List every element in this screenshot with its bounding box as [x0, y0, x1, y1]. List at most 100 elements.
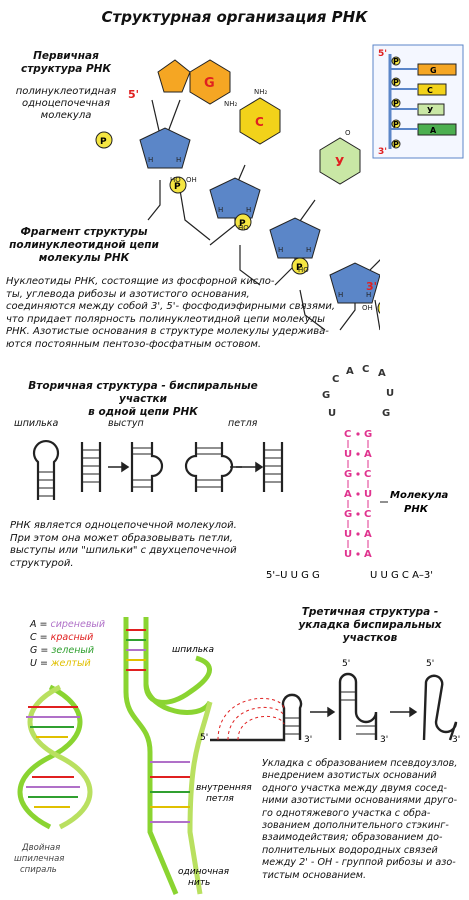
chain-legend-base-g [417, 63, 457, 76]
stem-base: A [364, 549, 372, 560]
fold-step-3 [422, 674, 458, 741]
phosphate-label: P [100, 137, 107, 147]
ribose-sugar [139, 127, 191, 169]
phosphate [234, 213, 252, 231]
stem-base: C [364, 509, 371, 520]
tertiary-helix-models: Двойная шпилечная спираль шпилька внутре… [14, 617, 252, 895]
backbone-line [147, 180, 161, 221]
loop-base: U [386, 388, 394, 399]
text-line: выступы или "шпильки" с двухцепочечной [10, 545, 237, 557]
color-legend-item: A = сиреневый [30, 619, 106, 630]
primary-heading-line: структура РНК [20, 63, 112, 75]
double-helix-label: спираль [20, 865, 57, 875]
text-line: РНК является одноцепочечной молекулой. [10, 520, 237, 531]
hairpin-left-tail: 5'–U U G G [266, 570, 320, 581]
base-label-cytosine: C [255, 115, 264, 129]
primary-description: полинуклеотидная одноцепочечная молекула [6, 86, 126, 122]
atom-label: H [176, 156, 181, 164]
cytosine-ring [239, 97, 281, 145]
uracil-ring [319, 137, 361, 185]
primary-description-line: молекула [40, 110, 92, 121]
primary-heading-line: Первичная [33, 50, 99, 62]
ribose-sugar [269, 217, 321, 259]
text-line: РНК. Азотистые основания в структуре мол… [6, 326, 329, 338]
fold-3-end: 3' [452, 735, 460, 745]
five-prime-end: 5' [128, 88, 139, 101]
phosphate-label: P [296, 263, 303, 273]
chain-legend: 5' 3' P P P P P G C У A [372, 44, 464, 159]
primary-description-line: полинуклеотидная [15, 86, 117, 97]
chain-legend-base-a [417, 123, 457, 136]
page-title: Структурная организация РНК [101, 8, 368, 26]
loop-base: C [332, 374, 339, 385]
color-legend-item: G = зеленый [30, 645, 95, 656]
atom-label: HO [298, 266, 309, 274]
text-line: ними азотистыми основаниями друго- [262, 795, 458, 807]
stem-base: U [364, 489, 372, 500]
color-legend: A = сиреневый C = красный G = зеленый U … [30, 618, 105, 670]
label-bulge: выступ [108, 418, 144, 429]
internal-loop-label: внутренняя [196, 783, 252, 793]
stem-base: G [364, 429, 372, 440]
fragment-heading-line: Фрагмент структуры [20, 226, 148, 238]
text-line: го однотяжевого участка с обра- [262, 807, 431, 819]
guanine-ring [189, 59, 231, 105]
chain-legend-3-end: 3' [378, 147, 387, 157]
loop-base: G [382, 408, 390, 419]
three-prime-end: 3' [366, 280, 377, 293]
nucleotide-chain-diagram: G C У A P P P P P 5' 3' HO OH HO HO OH N… [95, 59, 380, 331]
ribose-sugar [209, 177, 261, 219]
nucleotide-description: Нуклеотиды РНК, состоящие из фосфорной к… [6, 276, 366, 352]
double-helix-label: Двойная [21, 843, 60, 853]
guanine-ring [157, 59, 191, 93]
chain-legend-phosphate: P [393, 99, 399, 108]
fold-5-end: 5' [426, 659, 434, 669]
ribose-sugar [329, 262, 380, 304]
fragment-heading-line: полинуклеотидной цепи [9, 239, 159, 251]
loop-base: C [362, 364, 369, 375]
phosphate-label: P [239, 219, 246, 229]
backbone-line [299, 289, 326, 331]
hairpin-right-tail: U U G C A–3' [370, 570, 433, 581]
color-legend-item: U = желтый [30, 658, 91, 669]
stem-base: G [344, 469, 352, 480]
loop-base: U [328, 408, 336, 419]
hairpin-sequence: C A C A G U U G C U G A G U U G A C U C … [266, 364, 449, 581]
fold-5-end: 5' [200, 733, 208, 743]
pseudoknot-diagram: 5' 3' 5' 3' 5' 3' [200, 659, 460, 745]
stem-base: U [344, 549, 352, 560]
phosphate-label: P [174, 182, 181, 192]
chain-legend-phosphate: P [393, 57, 399, 66]
stem-base: A [364, 449, 372, 460]
single-strand-label: нить [188, 878, 210, 888]
secondary-structures [32, 440, 284, 500]
backbone-line [374, 299, 380, 331]
primary-description-line: одноцепочечная [22, 98, 110, 109]
color-legend-item: C = красный [30, 632, 94, 643]
molecule-label: РНК [404, 504, 429, 515]
loop-base: A [346, 366, 354, 377]
phosphate [377, 301, 380, 315]
base-label-guanine: G [204, 76, 215, 91]
color-legend-name: зеленый [51, 645, 95, 656]
internal-loop-label: петля [206, 794, 234, 804]
stem-base: C [344, 429, 351, 440]
atom-label: H [148, 156, 153, 164]
atom-label: OH [362, 304, 373, 312]
loop-base: G [322, 390, 330, 401]
single-strand-label: одиночная [178, 867, 230, 877]
bulge-shape [130, 442, 164, 492]
atom-label: O [345, 129, 351, 137]
backbone-line [151, 99, 161, 136]
chain-legend-phosphate: P [393, 140, 399, 149]
chain-legend-label: C [427, 86, 433, 95]
text-line: ются постоянным пентозо-фосфатным остово… [6, 338, 262, 350]
internal-loop-shape [184, 442, 234, 492]
color-legend-letter: A [30, 619, 37, 630]
secondary-description: РНК является одноцепочечной молекулой. П… [10, 520, 280, 570]
chain-legend-label: У [427, 106, 433, 115]
atom-label: NH₂ [224, 100, 238, 108]
stem-base: C [364, 469, 371, 480]
stem-base: A [344, 489, 352, 500]
